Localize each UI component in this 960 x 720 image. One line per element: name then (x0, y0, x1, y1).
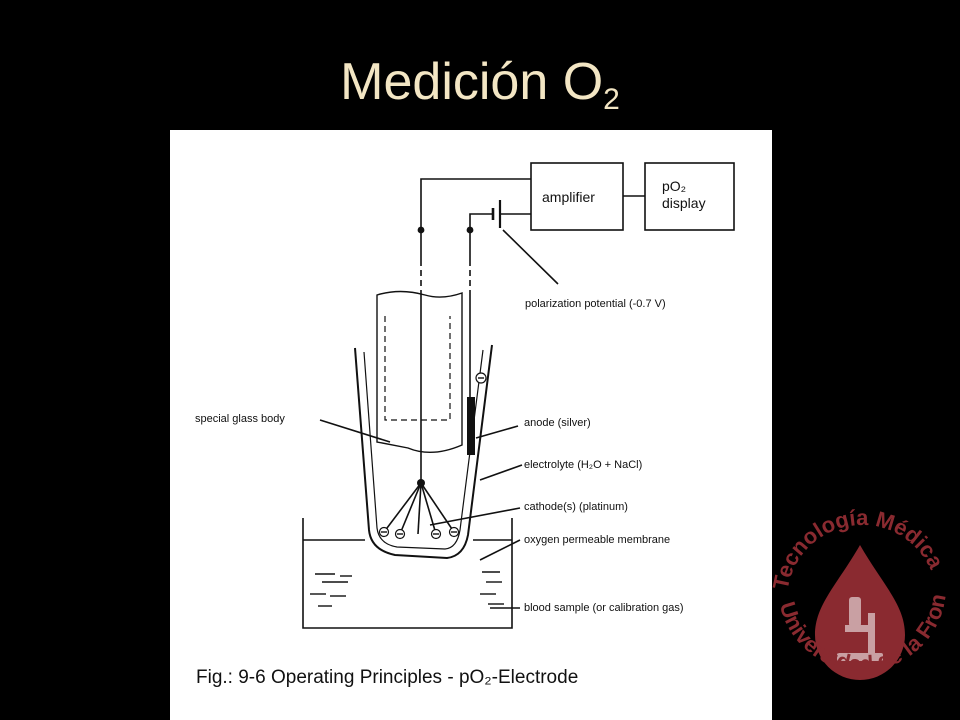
figure-caption: Fig.: 9-6 Operating Principles - pO₂-Ele… (196, 667, 578, 688)
microscope-icon (837, 597, 883, 661)
label-glass-body: special glass body (195, 413, 285, 425)
anode-silver (467, 397, 475, 455)
display-label-line2: display (662, 195, 706, 211)
title-main: Medición O (340, 53, 604, 111)
electrode-diagram: amplifier pO₂ display polarization poten… (170, 130, 772, 720)
title-subscript: 2 (603, 83, 620, 116)
label-blood-sample: blood sample (or calibration gas) (524, 602, 684, 614)
label-electrolyte: electrolyte (H₂O + NaCl) (524, 459, 642, 471)
university-logo: Tecnología Médica Universidad de la Fron… (765, 505, 951, 680)
label-membrane: oxygen permeable membrane (524, 534, 670, 546)
diagram-svg: amplifier pO₂ display polarization poten… (195, 162, 735, 688)
label-anode: anode (silver) (524, 417, 591, 429)
slide-title: Medición O2 (0, 52, 960, 117)
amplifier-label: amplifier (542, 189, 595, 205)
label-polarization-potential: polarization potential (-0.7 V) (525, 298, 666, 310)
label-cathode: cathode(s) (platinum) (524, 501, 628, 513)
display-label-line1: pO₂ (662, 178, 686, 194)
